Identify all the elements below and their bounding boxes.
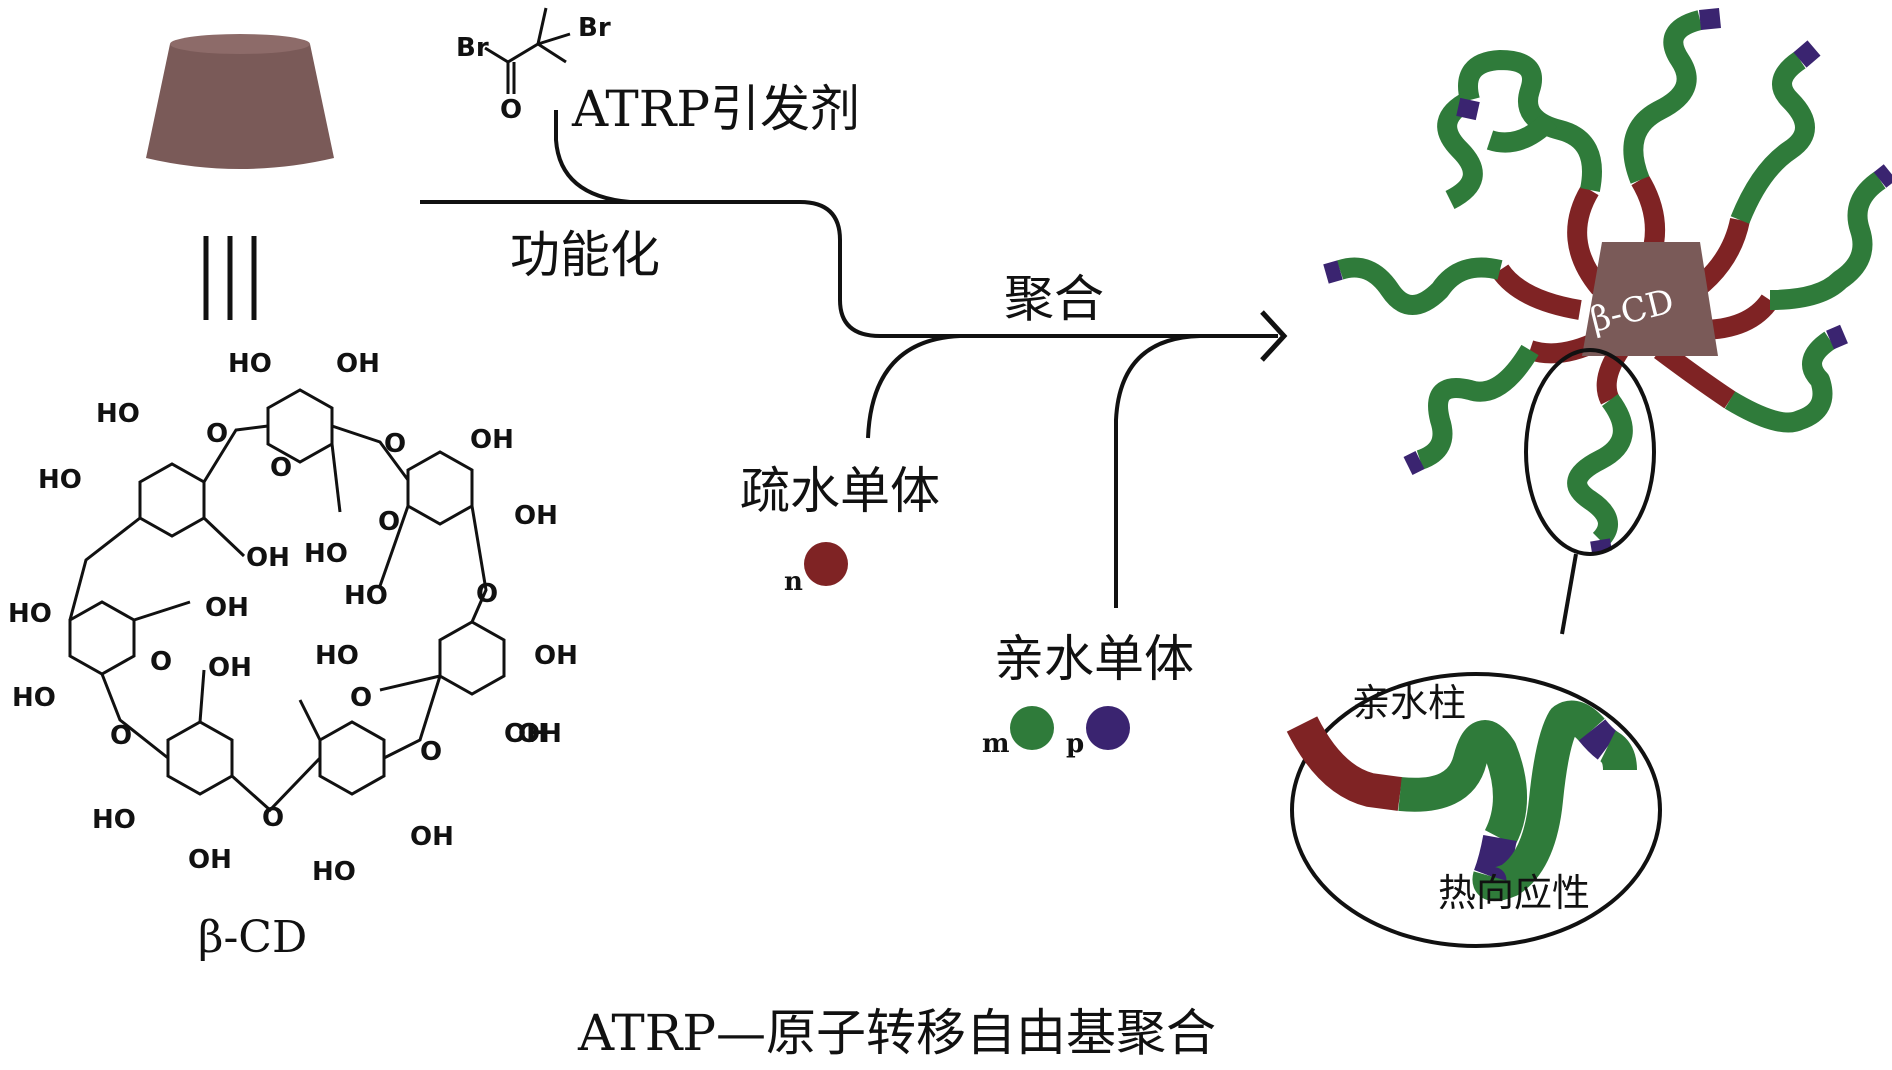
zoom-small-circle — [1524, 348, 1656, 556]
thermo-segment-label: 热向应性 — [1438, 871, 1590, 915]
chem-label: O — [150, 647, 172, 677]
chem-label: HO — [304, 539, 348, 569]
chem-label: HO — [96, 399, 140, 429]
beta-cd-name: β-CD — [198, 912, 307, 963]
zoom-connector-line — [1560, 553, 1578, 635]
chem-label: HO — [315, 641, 359, 671]
star-core-cup-icon — [1582, 242, 1718, 356]
subscript-p: p — [1066, 729, 1084, 759]
chem-label: O — [270, 453, 292, 483]
reaction-path — [420, 110, 1278, 608]
reaction-arrowhead-icon — [1260, 310, 1288, 362]
chem-label: OH — [410, 822, 454, 852]
chem-label: HO — [344, 581, 388, 611]
chem-label: OH — [514, 501, 558, 531]
zoom-chain-segment — [1286, 700, 1637, 902]
zoom-large-ellipse — [1290, 672, 1662, 948]
bromine-label: Br — [578, 13, 611, 43]
polymerize-label: 聚合 — [1004, 270, 1104, 328]
chem-label: HO — [312, 857, 356, 887]
hydrophilic-segment-label: 亲水柱 — [1352, 681, 1466, 725]
chem-label: O — [350, 683, 372, 713]
chem-label: OH — [336, 349, 380, 379]
hydrophilic-monomer-dot — [1010, 706, 1054, 750]
cyclodextrin-cup-icon — [146, 34, 334, 169]
chem-label: O — [206, 419, 228, 449]
chem-label: HO — [92, 805, 136, 835]
figure-caption: ATRP—原子转移自由基聚合 — [577, 1004, 1216, 1062]
atrp-initiator-label: ATRP引发剂 — [571, 80, 860, 138]
chem-label: O — [262, 803, 284, 833]
chem-label: HO — [38, 465, 82, 495]
chem-label: OH — [246, 543, 290, 573]
equivalence-symbol — [203, 236, 257, 320]
chem-label: O — [110, 721, 132, 751]
chem-label: HO — [228, 349, 272, 379]
chem-label: O — [378, 507, 400, 537]
chem-label: HO — [12, 683, 56, 713]
hydrophobic-monomer-label: 疏水单体 — [740, 462, 940, 520]
beta-cd-structure — [68, 388, 506, 813]
subscript-n: n — [784, 567, 803, 597]
thermo-monomer-dot — [1086, 706, 1130, 750]
chem-label: OH — [188, 845, 232, 875]
subscript-m: m — [982, 729, 1010, 759]
chem-label: OH — [504, 719, 548, 749]
chem-label: OH — [534, 641, 578, 671]
hydrophobic-monomer-dot — [804, 542, 848, 586]
chem-label: OH — [208, 653, 252, 683]
chem-label: O — [476, 579, 498, 609]
chem-label: OH — [205, 593, 249, 623]
bromine-label: Br — [456, 33, 489, 63]
oxygen-label: O — [500, 95, 522, 125]
atrp-initiator-structure — [484, 7, 571, 94]
chem-label: O — [420, 737, 442, 767]
chem-label: HO — [8, 599, 52, 629]
chem-label: O — [384, 429, 406, 459]
functionalize-label: 功能化 — [510, 226, 660, 284]
chem-label: OH — [470, 425, 514, 455]
chem-label: OH — [518, 719, 562, 749]
hydrophilic-monomer-label: 亲水单体 — [994, 630, 1194, 688]
